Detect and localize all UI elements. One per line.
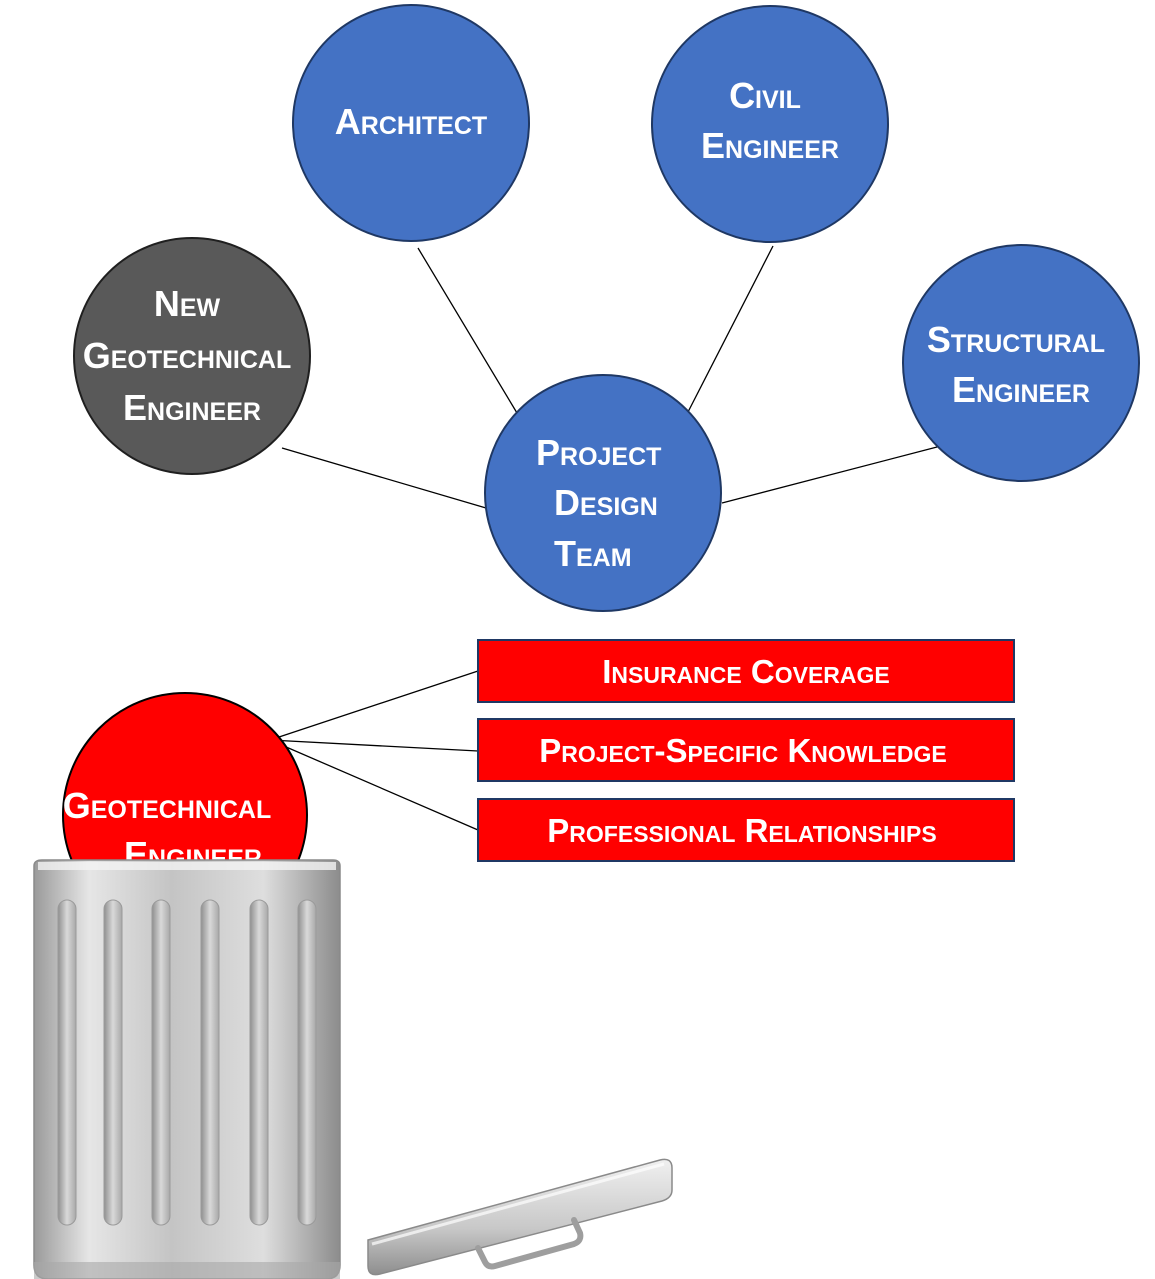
loss-box-insurance — [477, 639, 1015, 703]
trash-lid-icon — [367, 1158, 673, 1276]
svg-text:Project Design Tea: Project Design Team — [536, 432, 671, 574]
node-project-design-team: Project Design Team — [484, 374, 722, 612]
trash-lid-handle — [475, 1217, 584, 1270]
node-team-line-1: Project — [536, 432, 661, 473]
node-structural-engineer: Structural Engineer — [902, 244, 1140, 482]
connector-group — [269, 245, 938, 831]
loss-insurance-coverage: Insurance Coverage — [477, 639, 1015, 703]
loss-list: Insurance Coverage Project-Specific Know… — [477, 639, 1015, 862]
connector-architect-team — [417, 247, 518, 414]
node-civil-engineer: Civil Engineer — [651, 5, 889, 243]
node-architect-circle — [292, 4, 530, 242]
node-architect: Architect — [292, 4, 530, 242]
trash-can-icon — [33, 859, 341, 1279]
node-structural-line-1: Structural — [927, 319, 1105, 360]
connector-oldgeo-insurance — [269, 670, 479, 741]
node-civil-line-2: Engineer — [701, 125, 839, 166]
trash-can-grooves — [57, 899, 317, 1226]
connector-oldgeo-knowledge — [269, 739, 479, 752]
loss-box-knowledge — [477, 718, 1015, 782]
node-team-line-2: Design — [554, 482, 658, 523]
node-civil-engineer-circle — [651, 5, 889, 243]
connector-civil-team — [687, 245, 774, 413]
loss-box-relationships — [477, 798, 1015, 862]
node-new-geo-line-2: Geotechnical — [83, 335, 292, 376]
svg-text:Architect: Architect — [335, 101, 487, 142]
node-architect-label: Architect — [335, 101, 487, 142]
node-civil-line-1: Civil — [729, 75, 801, 116]
loss-label-relationships: Professional Relationships — [547, 812, 936, 849]
node-team-line-3: Team — [554, 533, 632, 574]
loss-project-specific-knowledge: Project-Specific Knowledge — [477, 718, 1015, 782]
svg-text:New Geotechnical E: New Geotechnical Engineer — [83, 283, 302, 428]
svg-text:Structural Engineer: Structural Engineer — [927, 319, 1115, 410]
node-old-geo-line-1: Geotechnical — [63, 785, 272, 826]
svg-text:Civil Engineer: Civil Engineer — [701, 75, 839, 166]
node-structural-circle — [902, 244, 1140, 482]
connector-newgeo-team — [281, 447, 487, 509]
loss-label-knowledge: Project-Specific Knowledge — [539, 732, 946, 769]
node-new-geo-line-3: Engineer — [123, 387, 261, 428]
node-team-circle — [484, 374, 722, 612]
node-new-geo-circle — [73, 237, 311, 475]
node-new-geo-line-1: New — [154, 283, 221, 324]
connector-structural-team — [721, 446, 938, 504]
loss-label-insurance: Insurance Coverage — [602, 653, 890, 690]
connector-oldgeo-relationships — [269, 739, 479, 831]
node-new-geotechnical-engineer: New Geotechnical Engineer — [73, 237, 311, 475]
loss-professional-relationships: Professional Relationships — [477, 798, 1015, 862]
node-structural-line-2: Engineer — [952, 369, 1090, 410]
